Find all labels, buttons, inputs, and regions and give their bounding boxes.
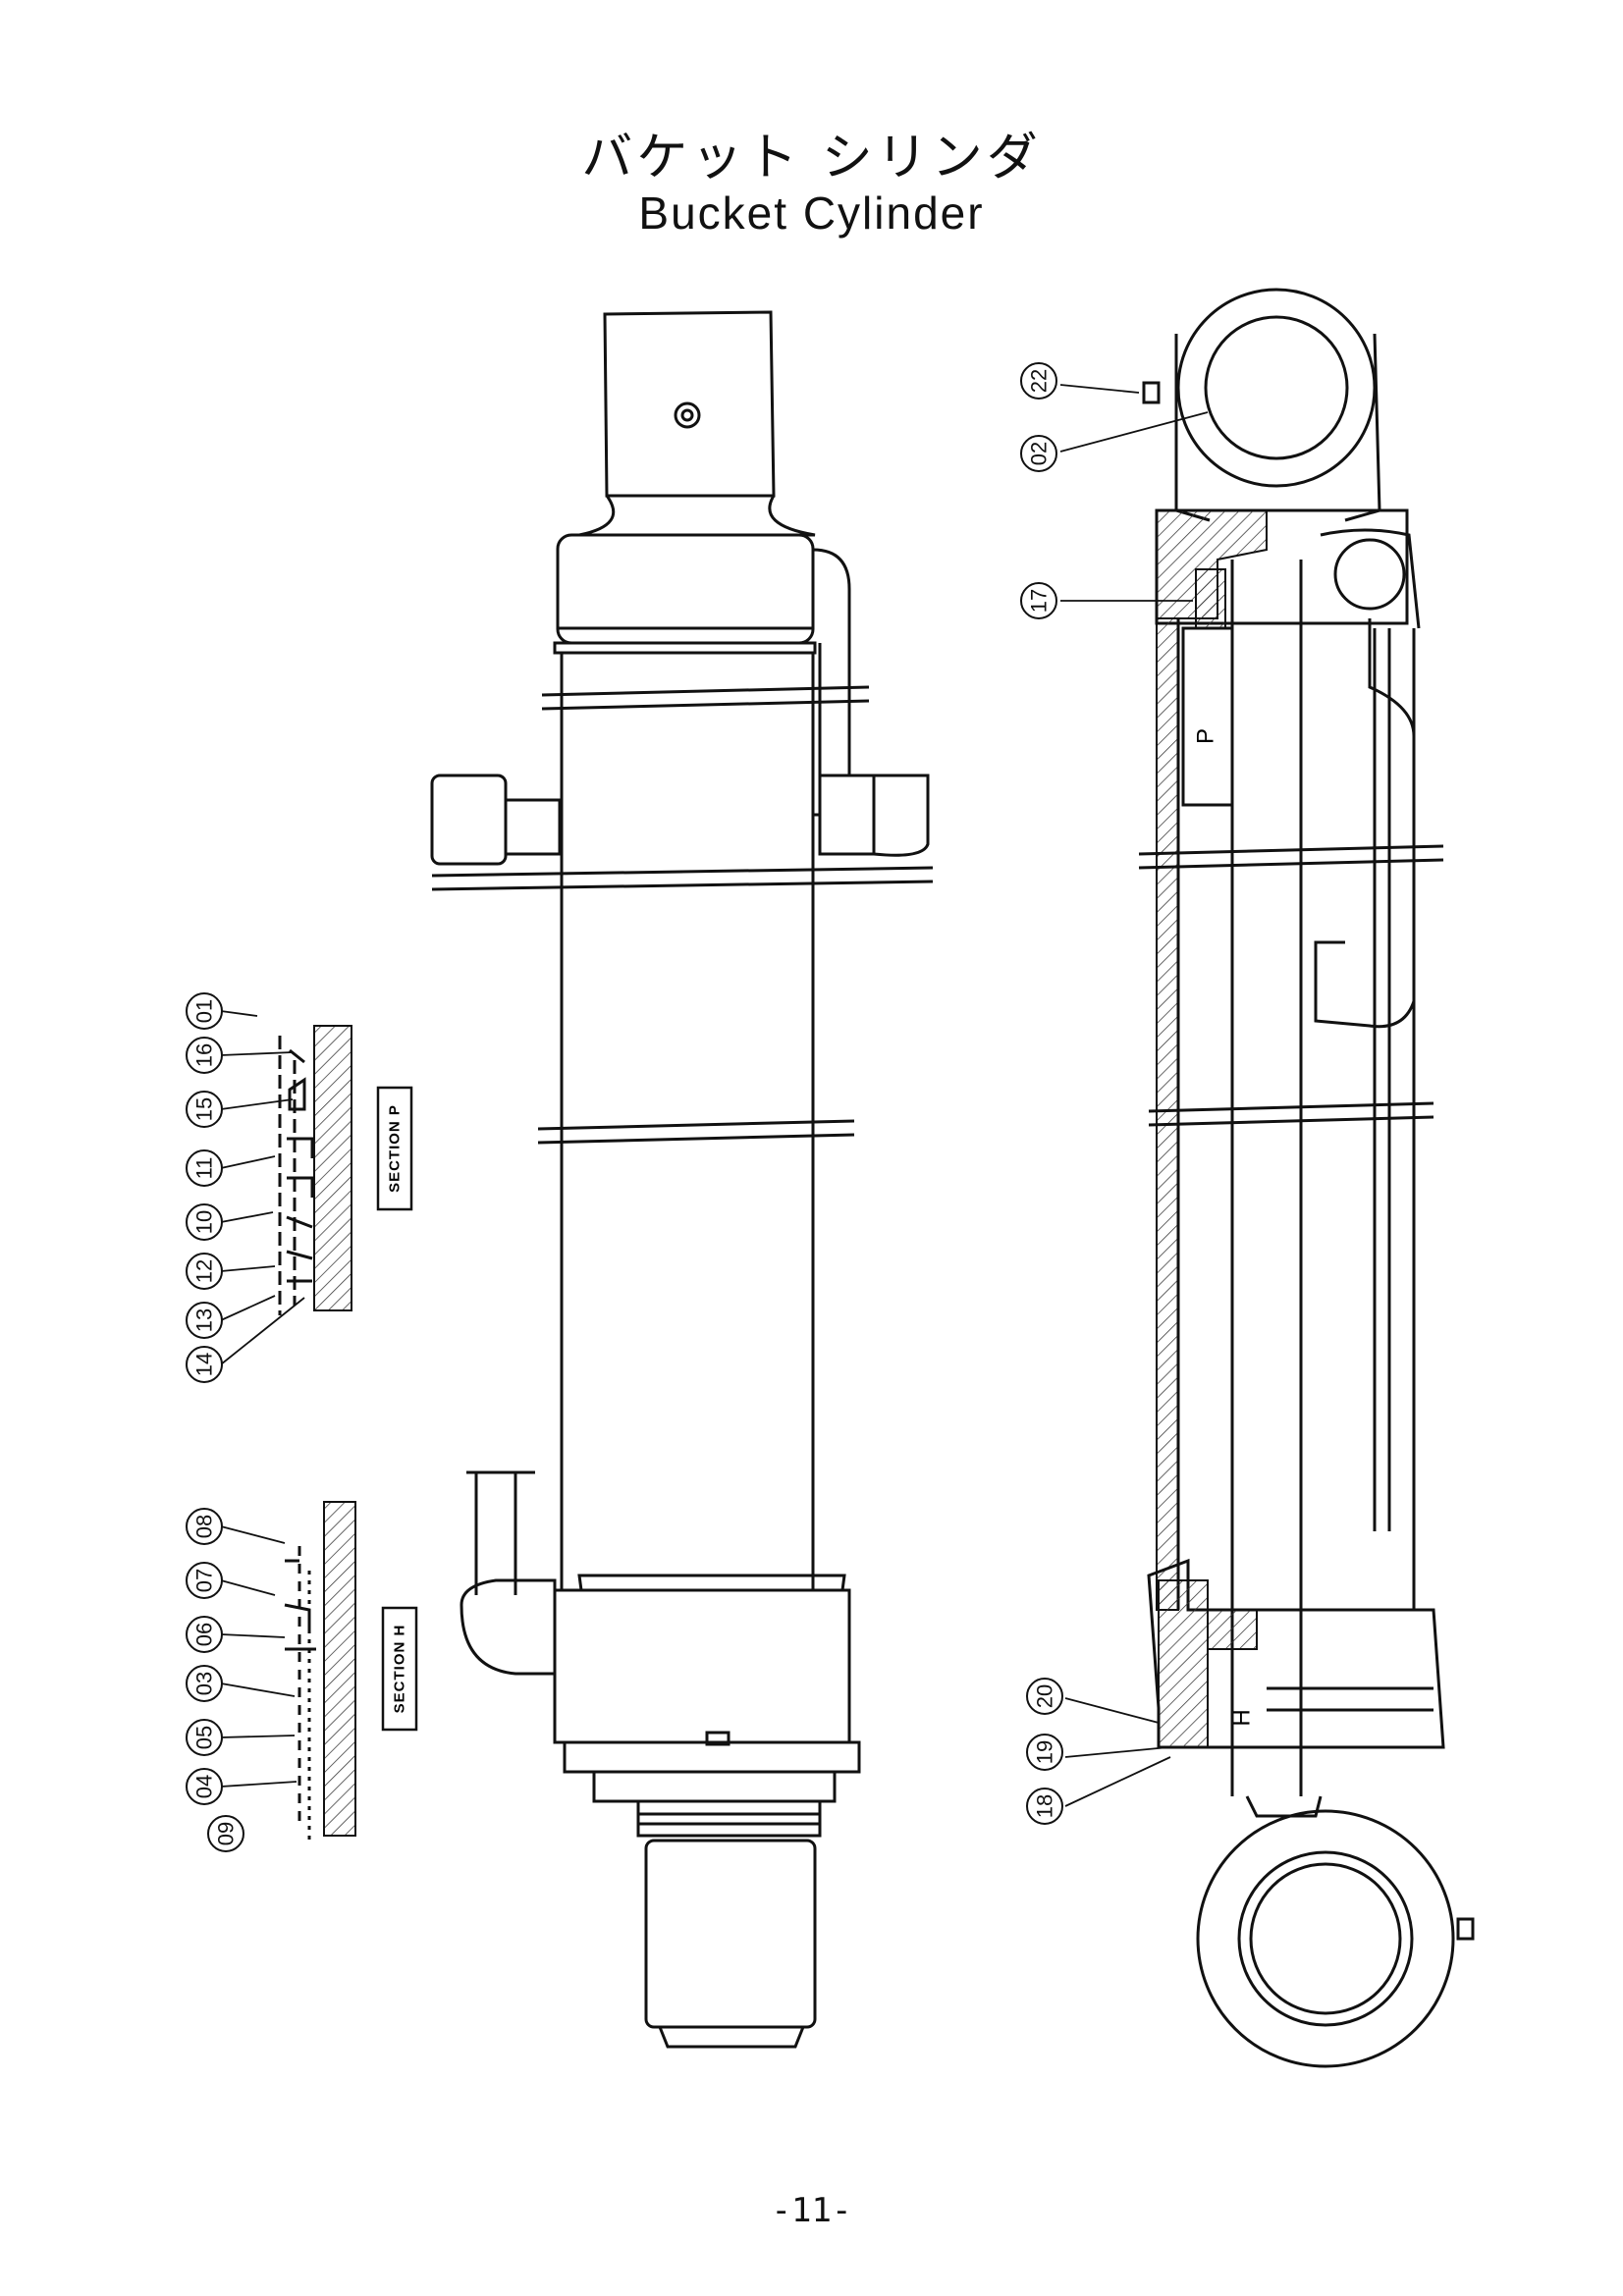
callout-22: 22: [1020, 362, 1057, 400]
leader-lines: [220, 384, 1209, 1807]
callout-17: 17: [1020, 582, 1057, 619]
callout-20: 20: [1026, 1678, 1063, 1715]
svg-text:16: 16: [192, 1043, 217, 1067]
section-mark-p: P: [1193, 728, 1219, 744]
svg-text:09: 09: [214, 1822, 239, 1845]
callout-14: 14: [186, 1346, 223, 1383]
svg-text:03: 03: [192, 1672, 217, 1695]
cylinder-exterior-view: [430, 310, 934, 2049]
callout-08: 08: [186, 1508, 223, 1545]
svg-text:19: 19: [1033, 1740, 1057, 1764]
callout-10: 10: [186, 1203, 223, 1241]
cylinder-section-view: [1138, 288, 1475, 2068]
svg-text:18: 18: [1033, 1794, 1057, 1818]
callout-04: 04: [186, 1768, 223, 1805]
callout-19: 19: [1026, 1734, 1063, 1771]
svg-text:17: 17: [1027, 589, 1052, 613]
section-h-label-box: SECTION H: [381, 1606, 418, 1732]
svg-text:04: 04: [192, 1775, 217, 1798]
svg-text:13: 13: [192, 1308, 217, 1332]
section-p-label-box: SECTION P: [376, 1086, 413, 1211]
svg-text:10: 10: [192, 1210, 217, 1234]
svg-text:11: 11: [192, 1157, 217, 1180]
callout-07: 07: [186, 1562, 223, 1599]
section-h-detail: [284, 1501, 356, 1841]
title-english: Bucket Cylinder: [638, 187, 985, 239]
svg-text:15: 15: [192, 1097, 217, 1121]
svg-text:07: 07: [192, 1569, 217, 1592]
svg-text:01: 01: [192, 999, 217, 1023]
section-h-label: SECTION H: [392, 1625, 408, 1714]
callout-11: 11: [186, 1149, 223, 1187]
callout-03: 03: [186, 1665, 223, 1702]
callout-18: 18: [1026, 1788, 1063, 1825]
svg-text:02: 02: [1027, 442, 1052, 465]
title-japanese: バケット シリンダ: [581, 129, 1042, 187]
svg-text:08: 08: [192, 1515, 217, 1538]
svg-text:14: 14: [192, 1353, 217, 1376]
callout-06: 06: [186, 1616, 223, 1653]
svg-text:06: 06: [192, 1623, 217, 1646]
callout-09: 09: [207, 1815, 244, 1852]
svg-text:05: 05: [192, 1726, 217, 1749]
callout-13: 13: [186, 1302, 223, 1339]
callout-02: 02: [1020, 435, 1057, 472]
callout-15: 15: [186, 1091, 223, 1128]
callout-12: 12: [186, 1253, 223, 1290]
svg-text:20: 20: [1033, 1684, 1057, 1708]
section-p-detail: [278, 1025, 352, 1315]
page-number: -11-: [771, 2191, 852, 2230]
callout-05: 05: [186, 1719, 223, 1756]
section-mark-h: H: [1229, 1709, 1256, 1726]
section-p-label: SECTION P: [387, 1104, 404, 1193]
callout-16: 16: [186, 1037, 223, 1074]
callout-01: 01: [186, 992, 223, 1030]
svg-text:12: 12: [192, 1259, 217, 1283]
svg-text:22: 22: [1027, 369, 1052, 393]
